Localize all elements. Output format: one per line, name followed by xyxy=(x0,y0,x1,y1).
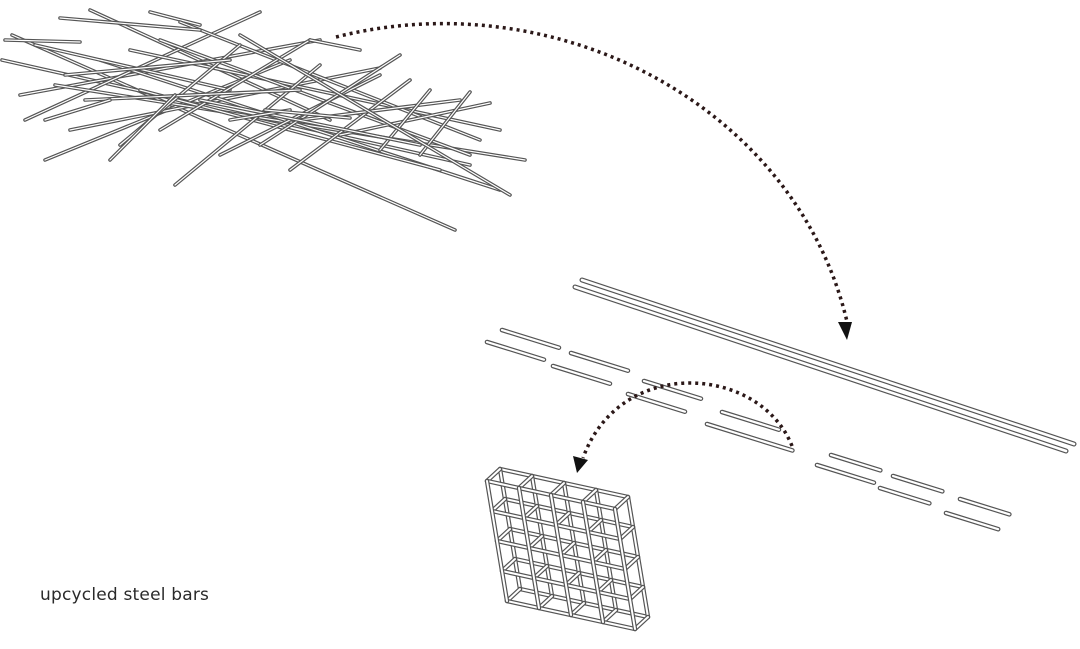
grid-bar-core xyxy=(486,468,501,482)
scrap-bar-pile xyxy=(0,8,527,232)
cut-bar-segments xyxy=(484,327,1012,532)
grid-bar-core xyxy=(629,586,644,600)
cut-bar-core xyxy=(958,497,1011,516)
grid-bar-core xyxy=(518,487,540,609)
cut-bar-core xyxy=(815,463,876,484)
cut-bar-core xyxy=(569,351,630,372)
grid-bar-core xyxy=(496,528,511,542)
cut-bar-core xyxy=(720,410,781,431)
pile-bar-core xyxy=(264,109,351,119)
pile-bar-core xyxy=(4,39,81,43)
grid-bar-core xyxy=(501,558,516,572)
pile-bar-core xyxy=(159,39,471,156)
grid-bar-core xyxy=(587,519,602,533)
grid-bar-core xyxy=(538,595,553,609)
cut-bar-core xyxy=(878,486,931,505)
pile-bar-core xyxy=(44,99,111,121)
cut-bar-core xyxy=(705,422,794,452)
cut-bar-core xyxy=(891,474,944,493)
arrowhead-icon xyxy=(838,322,852,340)
grid-bar-core xyxy=(570,602,585,616)
long-bar-core xyxy=(573,285,1068,453)
pile-bar-core xyxy=(179,21,481,141)
process-arrows xyxy=(335,21,852,473)
pile-bar-core xyxy=(89,9,331,121)
grid-bar-core xyxy=(528,535,543,549)
steel-grid-module xyxy=(484,466,651,632)
cut-bar-core xyxy=(642,379,703,400)
pile-bar-core xyxy=(159,39,311,131)
grid-bar-core xyxy=(624,556,639,570)
pile-bar-core xyxy=(59,17,201,31)
grid-bar-core xyxy=(582,501,604,623)
grid-bar-core xyxy=(614,508,636,630)
pile-bar-core xyxy=(239,34,511,196)
pile-bar-core xyxy=(84,89,301,101)
grid-bar-core xyxy=(486,480,508,602)
grid-bar-core xyxy=(550,482,565,496)
grid-bar-core xyxy=(555,512,570,526)
diagram-caption: upcycled steel bars xyxy=(40,585,210,605)
pile-bar-core xyxy=(24,11,261,121)
grid-bar-core xyxy=(533,565,548,579)
grid-bar-core xyxy=(491,498,506,512)
grid-bar-core xyxy=(518,475,533,489)
dotted-arrow-pile-to-bars xyxy=(335,21,850,327)
long-bar-core xyxy=(580,278,1076,446)
cut-bar-core xyxy=(500,328,561,349)
cut-bar-core xyxy=(944,511,1000,531)
pile-bar-core xyxy=(259,54,401,146)
grid-bar-core xyxy=(582,489,597,503)
pile-bar-core xyxy=(139,89,441,171)
grid-bar-core xyxy=(565,572,580,586)
pile-bar-core xyxy=(199,99,421,146)
pile-bar-core xyxy=(64,59,231,76)
pile-bar-core xyxy=(11,34,456,231)
dotted-arrow-bars-to-grid xyxy=(581,381,794,459)
cut-bar-core xyxy=(485,340,546,361)
grid-bar-core xyxy=(592,549,607,563)
grid-bar-core xyxy=(619,526,634,540)
grid-bar-core xyxy=(597,579,612,593)
grid-bar-core xyxy=(634,616,649,630)
grid-bar-core xyxy=(550,494,572,616)
grid-bar-core xyxy=(614,496,629,510)
pile-bar-core xyxy=(109,94,176,161)
grid-bar-core xyxy=(506,588,521,602)
arrowhead-icon xyxy=(573,456,588,473)
straightened-bars xyxy=(572,277,1077,454)
pile-bar-core xyxy=(149,11,201,26)
pile-bar-core xyxy=(309,39,361,51)
pile-bar-core xyxy=(174,64,321,186)
grid-bar-core xyxy=(602,609,617,623)
grid-bar-core xyxy=(523,505,538,519)
pile-bar-core xyxy=(289,79,411,171)
pile-bar-core xyxy=(419,91,471,156)
cut-bar-core xyxy=(829,453,882,472)
grid-bar-core xyxy=(560,542,575,556)
cut-bar-core xyxy=(551,364,612,385)
pile-bar-core xyxy=(339,102,491,136)
